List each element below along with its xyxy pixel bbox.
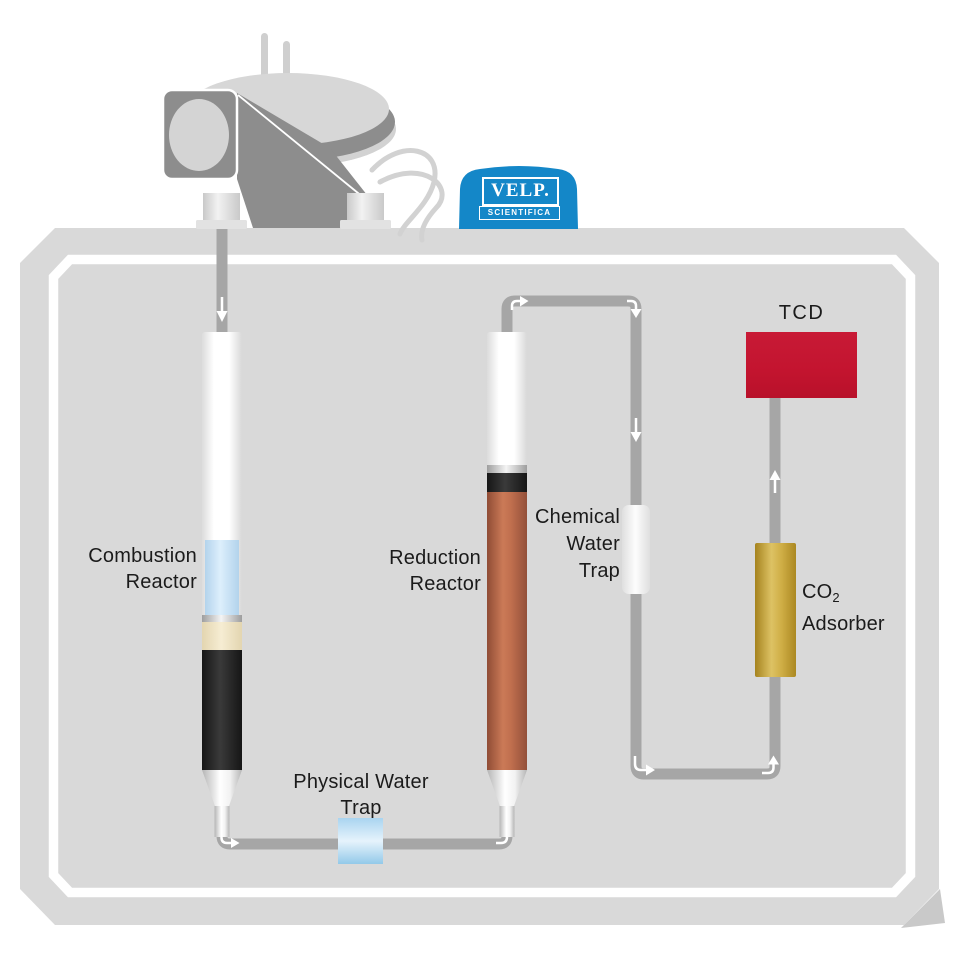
combustion-black-section xyxy=(202,650,242,770)
reduction-copper-section xyxy=(487,492,527,770)
label-line: Chemical xyxy=(535,506,620,528)
reduction-reactor-label: Reduction Reactor xyxy=(321,545,481,597)
combustion-glass-fill xyxy=(205,540,239,615)
autosampler-cables xyxy=(369,148,445,243)
label-line: Water xyxy=(566,533,620,555)
reduction-outlet-nozzle xyxy=(499,806,515,837)
combustion-catalyst-section xyxy=(202,622,242,650)
reactor-outlets xyxy=(202,770,527,837)
reduction-upper-section xyxy=(487,332,527,465)
label-line: Trap xyxy=(578,560,620,582)
combustion-outlet-taper xyxy=(202,770,242,806)
co2-adsorber-cylinder xyxy=(755,543,796,677)
label-line: Combustion xyxy=(88,545,197,567)
flow-arrows xyxy=(216,296,781,848)
label-line: Physical Water xyxy=(293,771,429,793)
autosampler-foot xyxy=(347,193,384,221)
flow-arrow-corner-right-icon xyxy=(220,830,240,848)
velp-logo-badge xyxy=(459,166,578,229)
formula-text: CO xyxy=(802,581,833,603)
autosampler-lens xyxy=(169,99,229,171)
label-line: Trap xyxy=(340,797,382,819)
formula-subscript: 2 xyxy=(832,590,840,605)
velp-logo-subtitle: SCIENTIFICA xyxy=(479,206,560,220)
co2-adsorber-label: CO2 Adsorber xyxy=(802,579,885,638)
label-line: Reactor xyxy=(409,573,481,595)
flow-arrow-corner-up-icon xyxy=(762,755,779,775)
label-line: CO2 xyxy=(802,579,885,611)
combustion-reactor-tube xyxy=(202,332,242,770)
reduction-outlet-taper xyxy=(487,770,527,806)
reduction-silver-band xyxy=(487,465,527,473)
flow-arrow-down-icon xyxy=(216,297,228,322)
physical-water-trap-box xyxy=(338,818,383,864)
combustion-silver-band xyxy=(202,615,242,622)
flow-arrow-corner-right-icon xyxy=(633,756,655,776)
corner-fold xyxy=(901,889,945,928)
autosampler-foot-base xyxy=(196,220,247,229)
sample-prong-icon xyxy=(261,33,268,84)
combustion-reactor-label: Combustion Reactor xyxy=(37,543,197,595)
reduction-black-band xyxy=(487,473,527,492)
label-line: Reduction xyxy=(389,547,481,569)
autosampler-arm-edge xyxy=(237,94,370,203)
housing-frame xyxy=(20,228,939,925)
autosampler-foot-base xyxy=(340,220,391,229)
autosampler-foot xyxy=(203,193,240,221)
label-line: Reactor xyxy=(125,571,197,593)
flow-arrow-down-icon xyxy=(630,418,642,442)
combustion-glass-section xyxy=(202,540,242,615)
chemical-water-trap-box xyxy=(622,505,650,594)
combustion-upper-section xyxy=(202,332,242,540)
tcd-label: TCD xyxy=(778,302,825,324)
flow-arrow-up-icon xyxy=(769,470,781,493)
reduction-reactor-tube xyxy=(487,332,527,770)
flow-arrow-corner-right-icon xyxy=(510,296,529,310)
flow-arrow-corner-down-icon xyxy=(627,299,642,318)
physical-water-trap-label: Physical Water Trap xyxy=(266,769,456,821)
tcd-detector-box xyxy=(746,332,857,398)
label-line: Adsorber xyxy=(802,613,885,635)
combustion-outlet-nozzle xyxy=(214,806,230,837)
velp-logo-name: VELP. xyxy=(482,177,559,206)
chemical-water-trap-label: Chemical Water Trap xyxy=(490,504,620,585)
housing-inner-border xyxy=(48,254,916,898)
autosampler-arm xyxy=(237,93,371,228)
autosampler xyxy=(161,33,445,243)
